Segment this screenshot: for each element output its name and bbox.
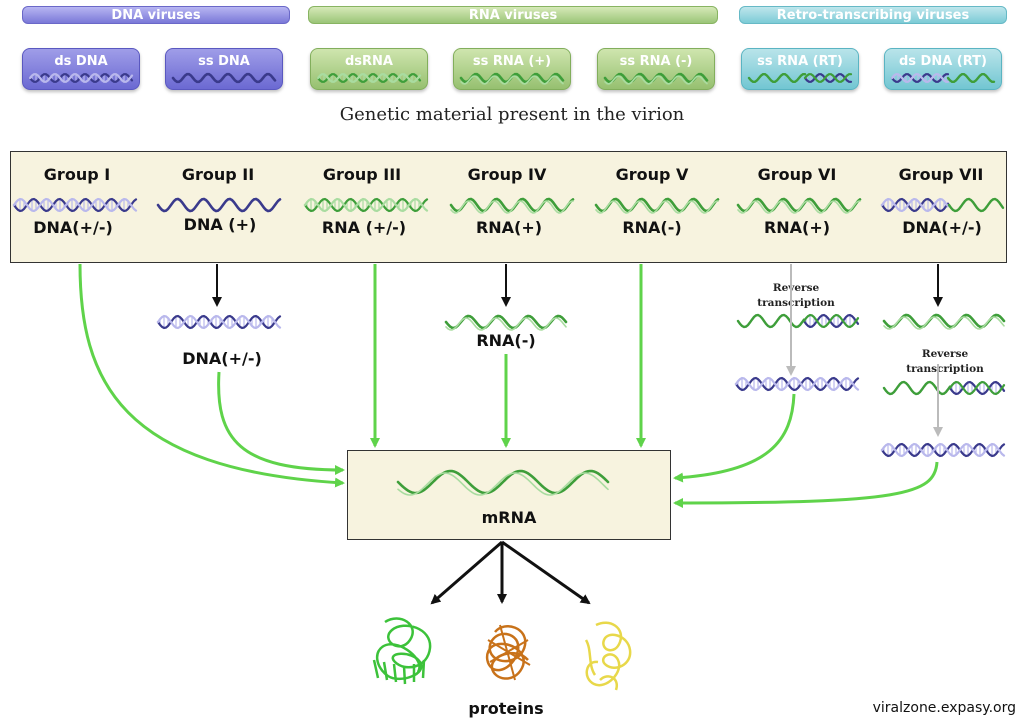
genome-chip-ds-dna-rt: ds DNA (RT) [884,48,1002,90]
rna-viruses-header: RNA viruses [308,6,718,24]
helix-ss-rna-shade [595,200,719,214]
helix-dna-rna-hybrid-dna-b [880,197,950,213]
helix-ss-rna-shade [604,75,708,85]
helix-dna-rna-hybrid-dna-a [880,197,950,213]
protein-orange-icon [485,624,531,681]
group-4-title: Group IV [467,165,547,184]
helix-dna-rna-hybrid-rna-part [946,73,996,83]
translation-arrow-left [430,540,503,605]
group-3-title: Group III [322,165,402,184]
group-6-genome: RNA(+) [763,218,831,237]
genome-chip-label: ss RNA (-) [619,54,693,69]
protein-yellow-icon [584,621,632,691]
helix-rna-dna-hybrid-dna-a [802,313,860,329]
helix-ds-dna-strand-b [12,197,138,213]
helix-rna-dna-hybrid-rungs [805,314,855,328]
translation-arrow-right [501,540,591,605]
group-7-reverse-transcription-label: Reverse transcription [906,348,984,375]
group-7-title: Group VII [898,165,984,184]
genome-chip-label: ds DNA (RT) [898,54,987,69]
helix-rna-dna-hybrid-rna-part [747,73,807,83]
genome-chip-label: ds DNA [54,54,108,69]
genome-chip-ss-rna-rt: ss RNA (RT) [741,48,859,90]
group-2-genome: DNA (+) [183,215,257,234]
genome-chip-ds-rna: dsRNA [310,48,428,90]
genome-chip-label: ss DNA [198,54,250,69]
group-6-title: Group VI [757,165,837,184]
helix-ds-rna-strand-a [316,73,422,83]
group-6-reverse-transcription-label: Reverse transcription [757,282,835,309]
helix-dna-rna-hybrid-dna-b [890,73,950,83]
flow-arrow-group-6 [673,393,796,483]
helix-ds-rna-strand-b [303,197,429,213]
dna-viruses-header: DNA viruses [22,6,290,24]
helix-ds-rna-strand-a [303,197,429,213]
helix-ss-dna-strand [171,72,277,84]
group-4-genome: RNA(+) [475,218,543,237]
helix-rna-dna-hybrid-rna-part [736,313,806,329]
group-2-intermediate-label: DNA(+/-) [182,349,262,368]
helix-ss-rna-shade [450,200,574,214]
retro-transcribing-viruses-header: Retro-transcribing viruses [739,6,1007,24]
helix-ss-rna-shade [460,75,564,85]
mrna-label: mRNA [481,508,537,527]
genome-chip-ds-dna: ds DNA [22,48,140,90]
helix-rna-dna-hybrid-dna-b [802,313,860,329]
group-4-intermediate-label: RNA(-) [476,331,536,350]
helix-rna-dna-hybrid-rungs [951,381,1001,395]
helix-ss-rna-shade [737,200,861,214]
helix-rna-dna-hybrid-dna-b [948,380,1006,396]
helix-dna-rna-hybrid-rna-part [947,197,1005,213]
helix-ds-dna-strand-a [734,376,860,392]
helix-ss-dna-strand [156,197,282,213]
genetic-material-caption: Genetic material present in the virion [339,104,685,125]
helix-ss-rna-shade [883,316,1005,330]
helix-ds-dna-strand-b [156,314,282,330]
genome-chip-label: ss RNA (+) [472,54,552,69]
source-credit: viralzone.expasy.org [872,700,1016,716]
protein-green-icon [372,617,432,685]
helix-rna-dna-hybrid-dna-a [948,380,1006,396]
group-7-genome: DNA(+/-) [902,218,982,237]
helix-ds-dna-strand-a [880,442,1006,458]
helix-ds-dna-strand-b [734,376,860,392]
genome-chip-label: ss RNA (RT) [757,54,843,69]
proteins-label: proteins [468,699,544,718]
genome-chip-ss-rna-minus: ss RNA (-) [597,48,715,90]
mrna-box [347,450,671,540]
helix-ds-dna-strand-a [156,314,282,330]
flow-arrow-group-1 [78,263,345,488]
helix-layer [12,72,1006,496]
group-1-title: Group I [43,165,111,184]
genome-chip-label: dsRNA [345,54,393,69]
helix-ds-dna-strand-b [28,73,134,83]
helix-ds-dna-strand-a [28,73,134,83]
helix-ss-rna-shade [445,317,567,331]
helix-ds-rna-strand-b [316,73,422,83]
flow-arrow-group-2 [217,371,345,475]
group-3-genome: RNA (+/-) [321,218,407,237]
helix-rna-dna-hybrid-dna-b [803,73,853,83]
helix-rna-dna-hybrid-dna-a [803,73,853,83]
group-2-title: Group II [181,165,255,184]
helix-ds-dna-strand-b [880,442,1006,458]
helix-ss-rna-strand [396,469,610,495]
genome-chip-ss-dna: ss DNA [165,48,283,90]
helix-ss-rna-shade [397,472,609,496]
group-5-title: Group V [615,165,689,184]
helix-ds-dna-strand-a [12,197,138,213]
group-5-genome: RNA(-) [622,218,682,237]
helix-rna-dna-hybrid-rna-part [882,380,952,396]
group-1-genome: DNA(+/-) [33,218,113,237]
flow-arrow-group-7 [673,461,939,508]
genome-chip-ss-rna-plus: ss RNA (+) [453,48,571,90]
